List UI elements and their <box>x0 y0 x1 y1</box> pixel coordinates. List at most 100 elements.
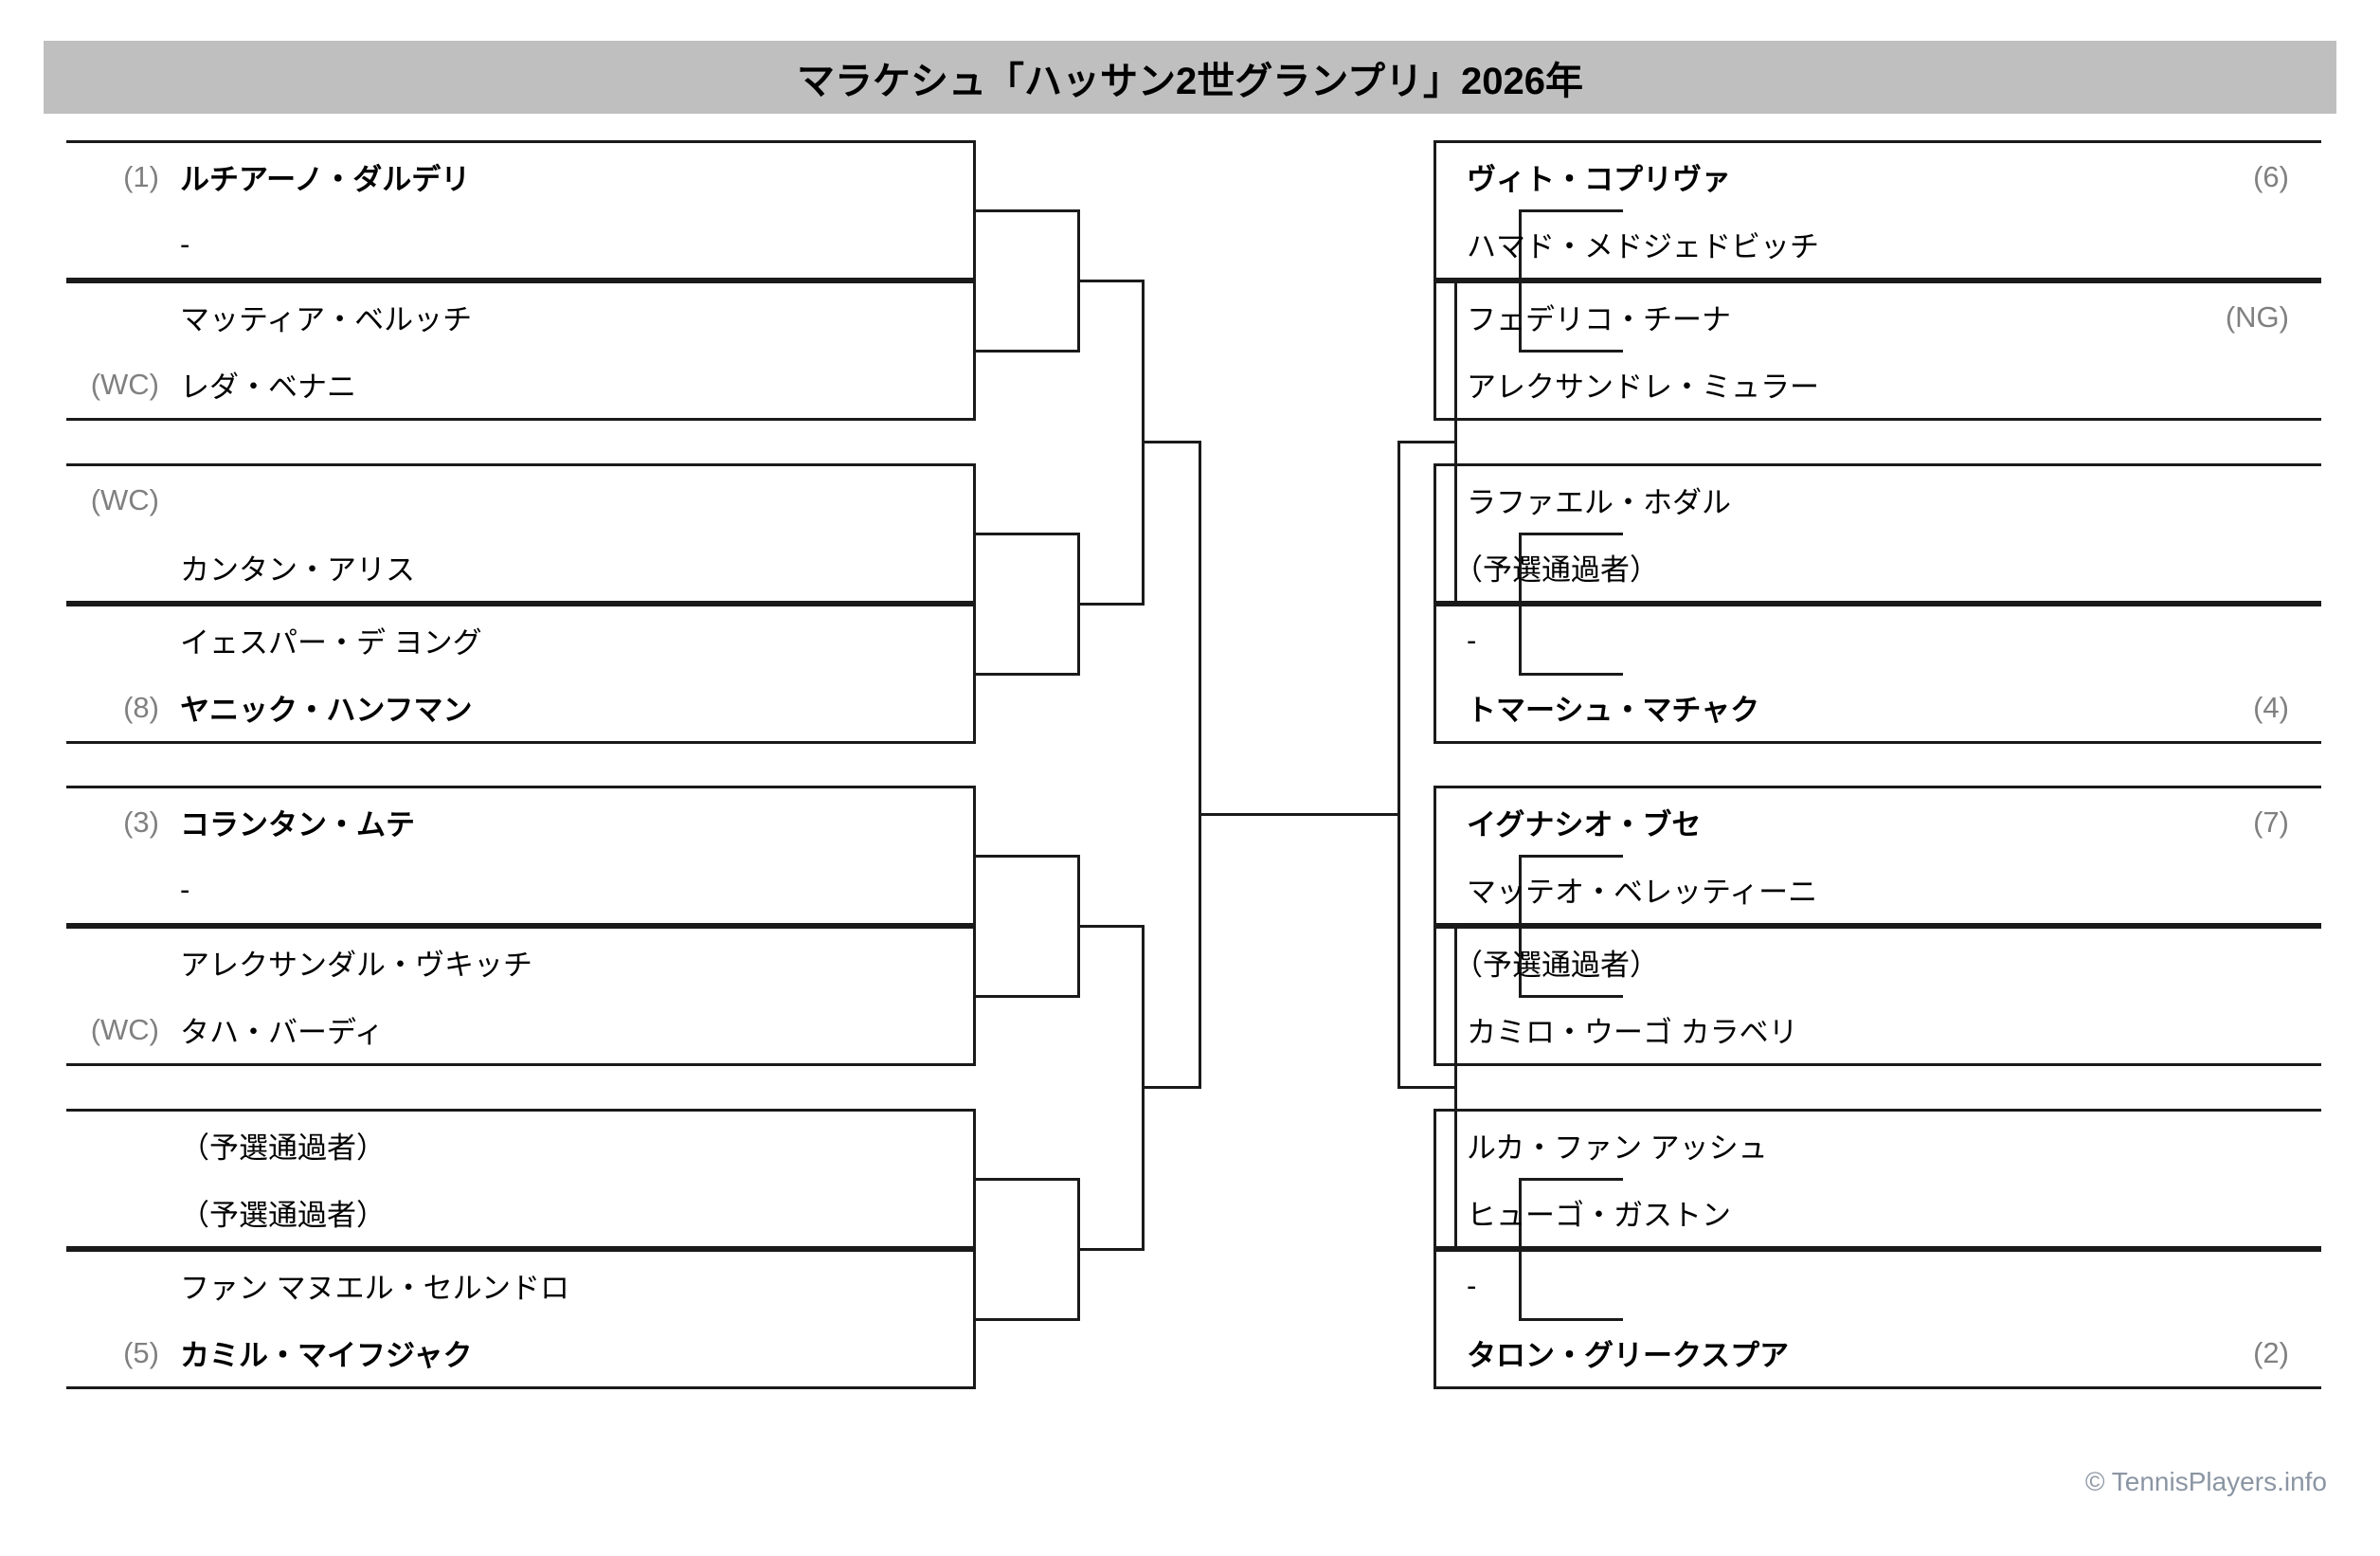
player-slot[interactable]: (8) ヤニック・ハンフマン <box>66 674 973 741</box>
match-box-R1[interactable]: ヴィト・コプリヴァ (6) ハマド・メドジェドビッチ <box>1433 140 2321 280</box>
player-slot[interactable]: （予選通過者） <box>66 1112 973 1179</box>
player-slot[interactable]: イェスパー・デ ヨング <box>66 606 973 674</box>
connector-line <box>1397 1086 1457 1089</box>
connector-line <box>1397 441 1457 443</box>
player-slot[interactable]: ファン マヌエル・セルンドロ <box>66 1252 973 1319</box>
match-box-L4[interactable]: イェスパー・デ ヨング (8) ヤニック・ハンフマン <box>66 604 976 744</box>
connector-line <box>1077 603 1145 606</box>
player-slot[interactable]: (1) ルチアーノ・ダルデリ <box>66 143 973 210</box>
player-name: （予選通過者） <box>180 1131 386 1165</box>
connector-line <box>1454 925 1457 1251</box>
player-slot[interactable]: トマーシュ・マチャク (4) <box>1436 674 2321 741</box>
connector-line <box>1519 209 1623 212</box>
connector-line <box>1519 1318 1623 1321</box>
player-name: ラファエル・ホダル <box>1467 486 1731 519</box>
player-name: ヒューゴ・ガストン <box>1467 1199 1731 1232</box>
player-slot[interactable]: ヴィト・コプリヴァ (6) <box>1436 143 2321 210</box>
match-box-L1[interactable]: (1) ルチアーノ・ダルデリ - <box>66 140 976 280</box>
player-slot[interactable]: フェデリコ・チーナ (NG) <box>1436 283 2321 351</box>
match-box-R4[interactable]: - トマーシュ・マチャク (4) <box>1433 604 2321 744</box>
player-slot[interactable]: (WC) <box>66 466 973 534</box>
player-name: イェスパー・デ ヨング <box>180 626 482 660</box>
player-name: コランタン・ムテ <box>180 808 415 841</box>
match-box-R6[interactable]: （予選通過者） カミロ・ウーゴ カラベリ <box>1433 926 2321 1066</box>
player-name: ファン マヌエル・セルンドロ <box>180 1272 569 1305</box>
seed-label: (NG) <box>2225 299 2289 334</box>
connector-line <box>976 350 1080 353</box>
player-slot[interactable]: (WC) タハ・バーディ <box>66 996 973 1063</box>
match-box-R3[interactable]: ラファエル・ホダル （予選通過者） <box>1433 463 2321 604</box>
connector-line <box>1142 1086 1201 1089</box>
player-name: フェデリコ・チーナ <box>1467 303 1731 336</box>
player-slot[interactable]: （予選通過者） <box>1436 929 2321 996</box>
connector-line <box>1519 855 1623 858</box>
player-slot[interactable]: - <box>1436 1252 2321 1319</box>
connector-line <box>1142 441 1201 443</box>
connector-line <box>1519 533 1623 535</box>
seed-label: (WC) <box>90 1012 159 1046</box>
match-box-R8[interactable]: - タロン・グリークスプア (2) <box>1433 1249 2321 1389</box>
connector-line <box>976 533 1080 535</box>
player-name: - <box>1467 1268 1477 1302</box>
player-name: アレクサンダル・ヴキッチ <box>180 949 532 982</box>
player-slot[interactable]: マッティア・ベルッチ <box>66 283 973 351</box>
player-name: マッテオ・ベレッティーニ <box>1467 876 1818 909</box>
player-slot[interactable]: ハマド・メドジェドビッチ <box>1436 210 2321 278</box>
player-slot[interactable]: マッテオ・ベレッティーニ <box>1436 856 2321 923</box>
connector-line <box>976 1318 1080 1321</box>
match-box-R7[interactable]: ルカ・ファン アッシュ ヒューゴ・ガストン <box>1433 1109 2321 1249</box>
player-slot[interactable]: （予選通過者） <box>66 1179 973 1246</box>
final-connector-line <box>1199 813 1400 816</box>
match-box-R5[interactable]: イグナシオ・ブセ (7) マッテオ・ベレッティーニ <box>1433 786 2321 926</box>
player-name: （予選通過者） <box>1453 949 1659 982</box>
player-slot[interactable]: イグナシオ・ブセ (7) <box>1436 788 2321 856</box>
player-name: ハマド・メドジェドビッチ <box>1467 230 1819 263</box>
match-box-L2[interactable]: マッティア・ベルッチ (WC) レダ・ベナニ <box>66 280 976 421</box>
connector-line <box>1519 995 1623 998</box>
seed-label: (WC) <box>90 482 159 516</box>
player-slot[interactable]: タロン・グリークスプア (2) <box>1436 1319 2321 1386</box>
connector-line <box>976 855 1080 858</box>
player-slot[interactable]: ルカ・ファン アッシュ <box>1436 1112 2321 1179</box>
match-box-L8[interactable]: ファン マヌエル・セルンドロ (5) カミル・マイフジャク <box>66 1249 976 1389</box>
connector-line <box>1077 1248 1145 1251</box>
connector-line <box>1519 1178 1623 1181</box>
seed-label: (WC) <box>90 367 159 401</box>
player-slot[interactable]: カミロ・ウーゴ カラベリ <box>1436 996 2321 1063</box>
player-slot[interactable]: (3) コランタン・ムテ <box>66 788 973 856</box>
player-slot[interactable]: カンタン・アリス <box>66 534 973 601</box>
player-slot[interactable]: ヒューゴ・ガストン <box>1436 1179 2321 1246</box>
player-name: ヤニック・ハンフマン <box>180 694 473 727</box>
page-title: マラケシュ「ハッサン2世グランプリ」2026年 <box>796 60 1584 102</box>
player-slot[interactable]: アレクサンダル・ヴキッチ <box>66 929 973 996</box>
match-box-L6[interactable]: アレクサンダル・ヴキッチ (WC) タハ・バーディ <box>66 926 976 1066</box>
connector-line <box>976 995 1080 998</box>
player-name: マッティア・ベルッチ <box>180 303 473 336</box>
seed-label: (6) <box>2253 159 2289 193</box>
match-box-R2[interactable]: フェデリコ・チーナ (NG) アレクサンドレ・ミュラー <box>1433 280 2321 421</box>
seed-label: (2) <box>2253 1335 2289 1369</box>
player-slot[interactable]: ラファエル・ホダル <box>1436 466 2321 534</box>
player-slot[interactable]: (WC) レダ・ベナニ <box>66 351 973 418</box>
player-slot[interactable]: アレクサンドレ・ミュラー <box>1436 351 2321 418</box>
player-slot[interactable]: - <box>66 856 973 923</box>
match-box-L3[interactable]: (WC) カンタン・アリス <box>66 463 976 604</box>
match-box-L5[interactable]: (3) コランタン・ムテ - <box>66 786 976 926</box>
player-name: ヴィト・コプリヴァ <box>1467 163 1731 196</box>
match-box-L7[interactable]: （予選通過者） （予選通過者） <box>66 1109 976 1249</box>
player-name: - <box>1467 623 1477 657</box>
player-slot[interactable]: - <box>1436 606 2321 674</box>
player-slot[interactable]: （予選通過者） <box>1436 534 2321 601</box>
player-slot[interactable]: - <box>66 210 973 278</box>
seed-label: (3) <box>123 805 159 839</box>
player-name: カンタン・アリス <box>180 553 415 587</box>
connector-line <box>1077 280 1145 282</box>
player-slot[interactable]: (5) カミル・マイフジャク <box>66 1319 973 1386</box>
seed-label: (5) <box>123 1335 159 1369</box>
player-name: イグナシオ・ブセ <box>1467 808 1702 841</box>
header-band: マラケシュ「ハッサン2世グランプリ」2026年 <box>44 41 2336 114</box>
connector-line <box>976 209 1080 212</box>
player-name: ルカ・ファン アッシュ <box>1467 1131 1768 1165</box>
seed-label: (7) <box>2253 805 2289 839</box>
